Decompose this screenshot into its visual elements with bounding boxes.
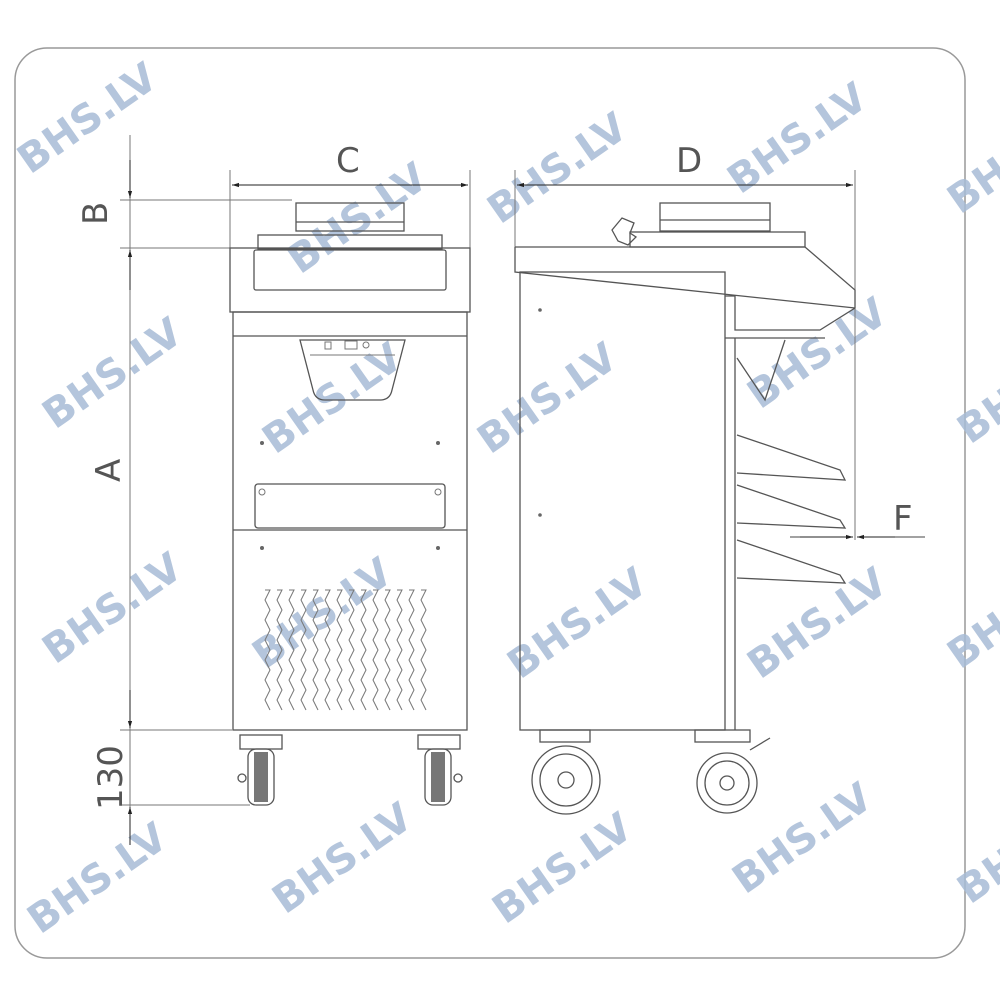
watermark-text: BHS.LV <box>939 549 1000 678</box>
watermark-text: BHS.LV <box>19 814 176 943</box>
grille-slot <box>360 589 367 711</box>
grille-slot <box>396 589 403 711</box>
watermark-text: BHS.LV <box>264 794 421 923</box>
dimension-label-130: 130 <box>91 745 131 810</box>
watermark-text: BHS.LV <box>34 544 191 673</box>
dimension-lines-vertical <box>120 135 292 845</box>
watermark-text: BHS.LV <box>479 104 636 233</box>
dimension-label-b: B <box>76 202 116 225</box>
dimension-label-d: D <box>676 141 702 181</box>
grille-slot <box>384 589 391 711</box>
grille-slot <box>288 589 295 711</box>
side-wheel-right <box>694 729 771 814</box>
grille-slot <box>348 589 355 711</box>
dimension-label-f: F <box>893 499 913 539</box>
watermark-text: BHS.LV <box>9 54 166 183</box>
watermark-text: BHS.LV <box>499 559 656 688</box>
watermark-text: BHS.LV <box>34 309 191 438</box>
watermark-text: BHS.LV <box>739 289 896 418</box>
grille-slot <box>372 589 379 711</box>
watermark-text: BHS.LV <box>484 804 641 933</box>
grille-slot <box>276 589 283 711</box>
grille-slot <box>420 589 427 711</box>
front-wheel-right <box>417 734 463 806</box>
side-wheel-left <box>531 729 601 815</box>
grille-slot <box>408 589 415 711</box>
watermark-text: BHS.LV <box>469 334 626 463</box>
watermark-text: BHS.LV <box>949 784 1000 913</box>
watermark-text: BHS.LV <box>939 94 1000 223</box>
watermark-text: BHS.LV <box>949 324 1000 453</box>
grille-slot <box>324 589 331 711</box>
front-wheel-left <box>237 734 283 806</box>
front-view <box>229 170 471 806</box>
watermark-text: BHS.LV <box>254 334 411 463</box>
watermark-text: BHS.LV <box>724 774 881 903</box>
ventilation-grille <box>264 589 427 711</box>
side-view <box>514 170 925 815</box>
grille-slot <box>300 589 307 711</box>
grille-slot <box>264 589 271 711</box>
grille-slot <box>336 589 343 711</box>
grille-slot <box>312 589 319 711</box>
dimension-label-c: C <box>336 141 360 181</box>
dimension-label-a: A <box>89 459 129 482</box>
watermark-layer: BHS.LV BHS.LV BHS.LV BHS.LV BHS.LV BHS.LV BHS.… <box>9 54 1000 943</box>
watermark-text: BHS.LV <box>719 74 876 203</box>
frame-border <box>14 47 966 959</box>
